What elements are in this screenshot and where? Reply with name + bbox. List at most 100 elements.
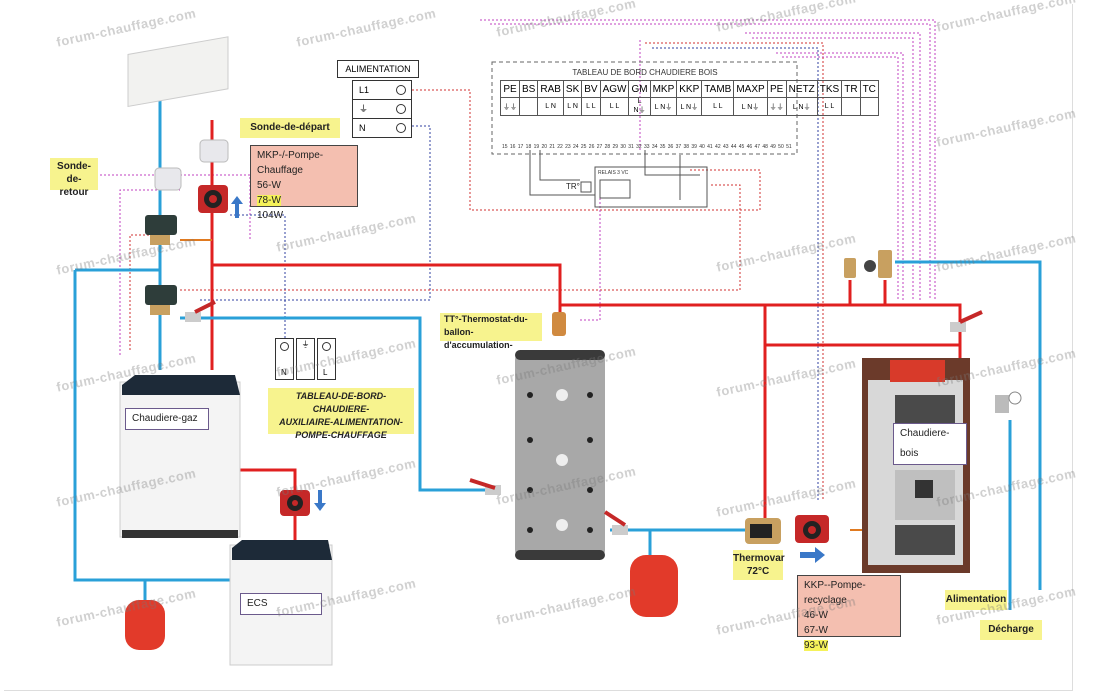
terminal-screw-icon: [280, 342, 289, 351]
terminal-number: 25: [580, 144, 587, 150]
wire-magenta: [480, 19, 936, 300]
thermostat-line: TT°-Thermostat-du-: [444, 314, 528, 324]
terminal-screw-icon: [396, 123, 406, 133]
decharge-label: Décharge: [980, 620, 1042, 640]
wire-blue: [200, 125, 431, 301]
aux-terminal-l: L: [317, 338, 336, 380]
panel-pin-cell: L L: [599, 97, 630, 116]
panel-header-cell: RAB: [537, 80, 564, 98]
tableau-aux-label: TABLEAU-DE-BORD-CHAUDIERE- AUXILIAIRE-AL…: [268, 388, 414, 440]
aux-terminal-earth: ⏚: [296, 338, 315, 380]
terminal-number: 19: [533, 144, 540, 150]
terminal-number: 23: [565, 144, 571, 150]
panel-header-cell: NETZ: [785, 80, 818, 98]
panel-pin-cell: L N⏚: [785, 97, 818, 116]
panel-header-cell: BV: [581, 80, 601, 98]
panel-header-cell: GM: [628, 80, 651, 98]
motorized-valve-icon: [145, 285, 177, 315]
panel-pin-cell: L L: [701, 97, 735, 116]
wire-magenta: [752, 37, 914, 300]
terminal-number: 35: [659, 144, 666, 150]
arrow-down-icon: [314, 490, 326, 511]
kkp-title: KKP--Pompe-recyclage: [804, 580, 866, 606]
aux-terminal-n: N: [275, 338, 294, 380]
arrow-up-icon: [231, 196, 243, 218]
arrow-right-icon: [800, 547, 825, 563]
terminal-number: 18: [525, 144, 532, 150]
terminal-number: 27: [596, 144, 603, 150]
terminal-number: 50: [778, 144, 784, 150]
alimentation-label: Alimentation: [945, 590, 1007, 610]
mkp-pump-icon: [198, 185, 228, 213]
panel-header-cell: TAMB: [701, 80, 735, 98]
terminal-number: 20: [541, 144, 548, 150]
wire-red: [129, 234, 150, 350]
tableau-aux-line: POMPE-CHAUFFAGE: [295, 430, 387, 440]
panel-pin-cell: ⏚⏚: [500, 97, 520, 116]
terminal-screw-icon: [322, 342, 331, 351]
mkp-title: MKP-/-Pompe-Chauffage: [257, 150, 324, 176]
alimentation-terminal-block: L1 ⏚ N: [352, 80, 412, 138]
relay-label: RELAIS 3 VC: [598, 170, 629, 176]
terminal-screw-icon: [396, 85, 406, 95]
terminal-number: 40: [699, 144, 705, 150]
thermovar-label: Thermovar 72°C: [733, 550, 785, 580]
cold-pipe: [180, 316, 490, 492]
buffer-tank: [515, 350, 605, 560]
mkp-pump-box: MKP-/-Pompe-Chauffage 56-W 78-W 104W: [250, 145, 358, 221]
panel-header-cell: BS: [518, 80, 539, 98]
terminal-number: 49: [770, 144, 776, 150]
wire-red: [412, 89, 761, 211]
panel-pin-cell: L L: [816, 97, 843, 116]
earth-icon: ⏚: [359, 104, 369, 114]
terminal-screw-icon: [396, 104, 406, 114]
ball-valve-icon: [950, 310, 983, 332]
terminal-label: L1: [359, 85, 370, 95]
sonde-depart-label: Sonde-de-départ: [240, 118, 340, 138]
panel-header-cell: MAXP: [733, 80, 768, 98]
sonde-retour-label: Sonde-de- retour: [50, 158, 98, 198]
thermovar-valve-icon: [745, 518, 781, 544]
chaudiere-gaz-label: Chaudiere-gaz: [125, 408, 209, 430]
tableau-aux-line: TABLEAU-DE-BORD-CHAUDIERE-: [295, 391, 387, 414]
terminal-number: 36: [667, 144, 674, 150]
air-vent-icon: [844, 258, 856, 278]
thermostat-line: ballon-d'accumulation-: [444, 327, 513, 350]
terminal-number: 44: [730, 144, 737, 150]
terminal-number: 51: [786, 144, 792, 150]
thermal-discharge-valve-icon: [995, 391, 1022, 413]
kkp-pump-icon: [795, 515, 829, 543]
cold-pipe: [895, 260, 1042, 590]
terminal-number: 21: [549, 144, 555, 150]
gas-boiler: [119, 375, 241, 538]
ball-valve-icon: [603, 510, 628, 535]
tr-relay-icon: [580, 181, 592, 193]
panel-pin-cell: L N⏚: [676, 97, 703, 116]
wire-magenta: [745, 32, 921, 300]
terminal-number: 37: [675, 144, 682, 150]
wire-red: [645, 42, 824, 500]
alimentation-title: ALIMENTATION: [337, 60, 419, 78]
wire-magenta: [580, 180, 601, 321]
terminal-number: 26: [588, 144, 595, 150]
terminal-number: 16: [509, 144, 516, 150]
safety-valve-icon: [864, 250, 892, 278]
panel-pin-cell: L N: [562, 97, 583, 116]
control-panel-title: TABLEAU DE BORD CHAUDIERE BOIS: [572, 68, 718, 77]
tableau-aux-line: AUXILIAIRE-ALIMENTATION-: [279, 417, 403, 427]
terminal-number: 48: [762, 144, 768, 150]
wire-red: [580, 184, 741, 291]
terminal-number: 43: [722, 144, 729, 150]
ecs-pump-icon: [280, 490, 310, 516]
mkp-speed-selected: 78-W: [257, 195, 281, 206]
earth-icon: ⏚: [301, 340, 310, 349]
panel-header-cell: AGW: [599, 80, 630, 98]
panel-pin-cell: [841, 97, 861, 116]
panel-header-cell: PE: [766, 80, 787, 98]
panel-pin-cell: [859, 97, 879, 116]
wood-boiler: [862, 358, 970, 573]
terminal-n: N: [353, 119, 411, 137]
radiator: [127, 36, 229, 108]
